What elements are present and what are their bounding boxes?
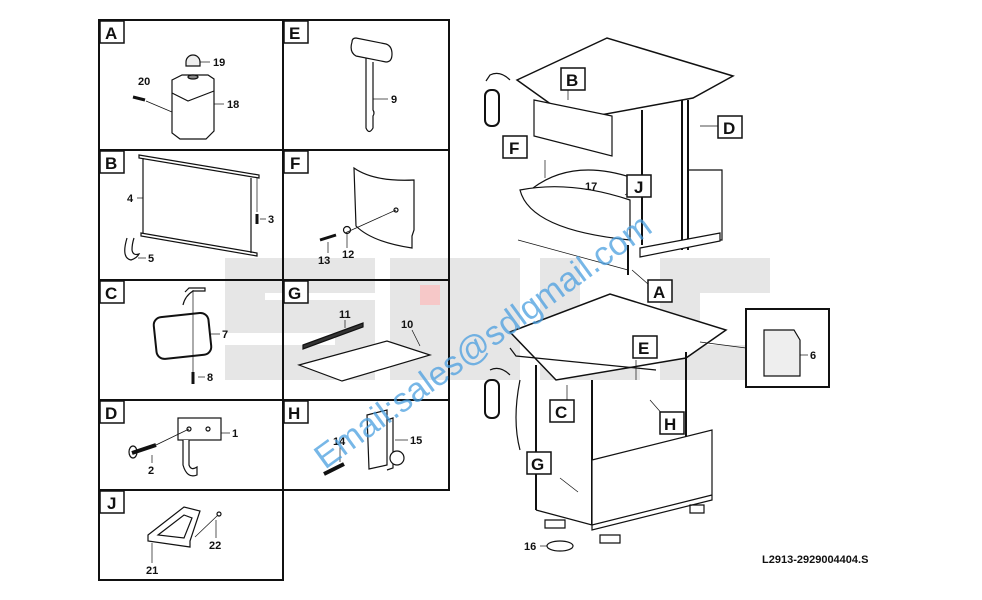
svg-text:1: 1 bbox=[232, 428, 238, 440]
upper-cab-drawing bbox=[484, 37, 735, 285]
svg-text:10: 10 bbox=[401, 319, 413, 331]
svg-text:22: 22 bbox=[209, 540, 221, 552]
panel-grid bbox=[98, 19, 450, 581]
svg-text:F: F bbox=[509, 139, 519, 158]
svg-text:D: D bbox=[105, 404, 117, 423]
assembly-label-e: E bbox=[632, 335, 658, 359]
floor-plate-drawing bbox=[297, 320, 433, 382]
assembly-label-c: C bbox=[549, 399, 575, 423]
svg-text:J: J bbox=[107, 494, 116, 513]
svg-text:A: A bbox=[105, 24, 117, 43]
drawing-code: L2913-2929004404.S bbox=[762, 554, 868, 566]
assembly-label-f: F bbox=[502, 135, 528, 159]
svg-text:20: 20 bbox=[138, 76, 150, 88]
svg-text:8: 8 bbox=[207, 372, 213, 384]
emergency-hammer-drawing bbox=[350, 37, 393, 133]
callout-16: 16 bbox=[524, 541, 536, 553]
svg-text:E: E bbox=[289, 24, 300, 43]
svg-text:D: D bbox=[723, 119, 735, 138]
door-latch-drawing bbox=[323, 409, 408, 476]
svg-text:18: 18 bbox=[227, 99, 239, 111]
panel-h-letter: H bbox=[283, 400, 309, 424]
svg-text:J: J bbox=[634, 178, 643, 197]
sun-blind-drawing bbox=[124, 154, 266, 261]
svg-text:B: B bbox=[105, 154, 117, 173]
svg-text:B: B bbox=[566, 71, 578, 90]
svg-text:12: 12 bbox=[342, 249, 354, 261]
assembly-label-h: H bbox=[659, 411, 685, 435]
svg-text:7: 7 bbox=[222, 329, 228, 341]
panel-c-letter: C bbox=[99, 280, 125, 304]
panel-e-letter: E bbox=[283, 20, 309, 44]
svg-text:F: F bbox=[290, 154, 300, 173]
svg-text:H: H bbox=[664, 415, 676, 434]
rearview-mirror-drawing bbox=[152, 287, 220, 384]
svg-text:A: A bbox=[653, 283, 665, 302]
svg-text:19: 19 bbox=[213, 57, 225, 69]
callout-6: 6 bbox=[810, 350, 816, 362]
assembly-labels: B D F J A 17 E C H G 16 6 bbox=[502, 67, 816, 553]
assembly-label-g: G bbox=[526, 451, 552, 475]
svg-text:H: H bbox=[288, 404, 300, 423]
panel-letters: A B C D J E F G H bbox=[99, 20, 309, 514]
svg-text:C: C bbox=[555, 403, 567, 422]
panel-callouts: 19 20 18 4 3 5 7 8 1 2 22 21 9 13 12 11 … bbox=[127, 57, 422, 577]
lower-cab-drawing bbox=[484, 293, 747, 552]
svg-text:C: C bbox=[105, 284, 117, 303]
svg-text:15: 15 bbox=[410, 435, 422, 447]
panel-plate-drawing bbox=[319, 166, 415, 253]
svg-text:13: 13 bbox=[318, 255, 330, 267]
callout-17: 17 bbox=[585, 181, 597, 193]
svg-text:14: 14 bbox=[333, 436, 346, 448]
panel-f-letter: F bbox=[283, 150, 309, 174]
mounting-bracket-drawing bbox=[147, 506, 222, 563]
svg-text:G: G bbox=[531, 455, 544, 474]
washer-reservoir-drawing bbox=[132, 54, 224, 140]
assembly-label-b: B bbox=[560, 67, 586, 91]
panel-b-letter: B bbox=[99, 150, 125, 174]
panel-j-letter: J bbox=[99, 490, 125, 514]
svg-text:3: 3 bbox=[268, 214, 274, 226]
svg-text:9: 9 bbox=[391, 94, 397, 106]
panel-g-letter: G bbox=[283, 280, 309, 304]
panel-d-letter: D bbox=[99, 400, 125, 424]
assembly-label-a: A bbox=[647, 279, 673, 303]
svg-text:E: E bbox=[638, 339, 649, 358]
svg-text:G: G bbox=[288, 284, 301, 303]
svg-text:11: 11 bbox=[339, 309, 351, 321]
svg-text:21: 21 bbox=[146, 565, 158, 577]
coat-hook-drawing bbox=[128, 417, 230, 477]
svg-text:4: 4 bbox=[127, 193, 134, 205]
svg-text:2: 2 bbox=[148, 465, 154, 477]
detail-box-6 bbox=[745, 308, 830, 388]
assembly-label-j: J bbox=[626, 174, 652, 198]
panel-a-letter: A bbox=[99, 20, 125, 44]
assembly-label-d: D bbox=[717, 115, 743, 139]
svg-text:5: 5 bbox=[148, 253, 154, 265]
